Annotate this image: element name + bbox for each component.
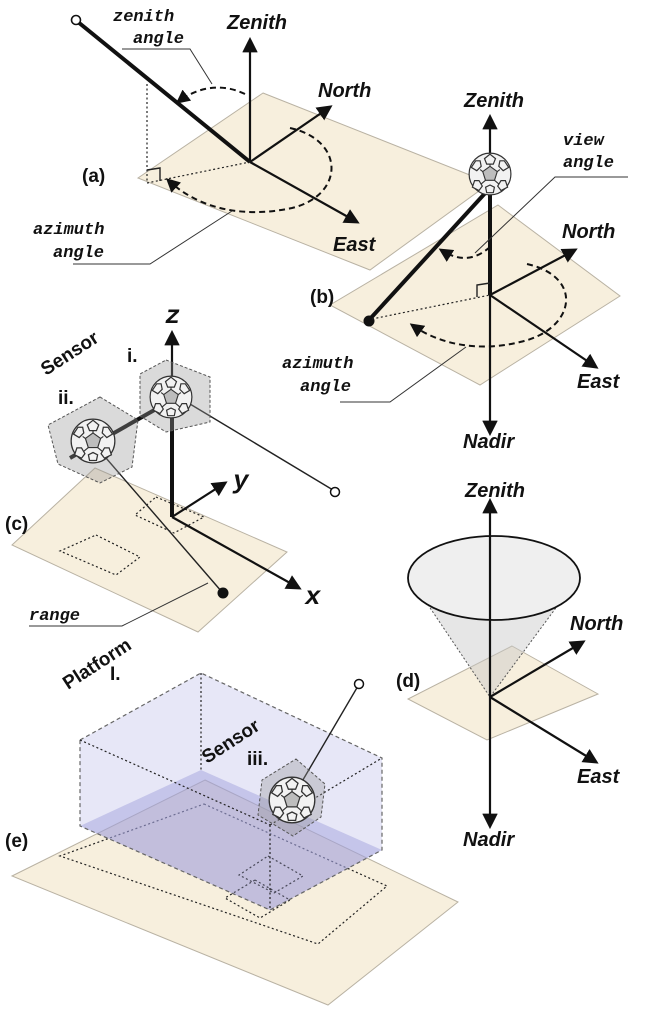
azimuth-angle-arc [165,127,333,214]
panel-d: Zenith North East Nadir (d) [396,480,623,851]
east-axis [249,161,360,224]
footprint-rect-right [133,496,206,534]
east-label: East [577,766,621,788]
panel-tag: (e) [5,831,28,852]
zenith-label: Zenith [463,90,524,112]
x-label: x [304,582,322,612]
sensor-iii-label: iii. [247,749,268,770]
zenith-angle-leader [122,48,213,85]
panel-e: Platform I. Sensor iii. (e) [5,635,459,1006]
sensor-iii-ray [296,685,359,791]
zenith-angle-label-line2: angle [133,30,184,49]
ground-plane [328,204,621,386]
footprint-rect-left [58,534,142,576]
y-axis [171,481,228,518]
platform-i-label: I. [110,664,121,685]
azimuth-angle-leader [340,346,467,403]
sensor-footprint-1 [237,855,305,894]
panel-tag: (d) [396,671,420,692]
view-angle-label-line1: view [563,132,605,151]
platform-edge-top-front [79,739,271,826]
panel-tag: (a) [82,166,105,187]
range-leader [29,582,209,627]
ground-projection [371,294,491,320]
range-label: range [29,607,80,626]
ground-plane [136,92,492,271]
z-label: z [165,301,181,331]
y-label: y [232,466,250,496]
sensor-ball-icon [268,776,316,824]
north-label: North [570,613,623,635]
sun-point [70,14,82,26]
zenith-angle-label-line1: zenith [113,8,174,27]
north-axis [489,248,578,296]
north-axis [489,640,586,698]
azimuth-angle-leader [73,210,233,265]
platform-label: Platform [59,635,135,695]
zenith-label: Zenith [464,480,525,502]
sensor-ball-icon [149,375,193,419]
range-target [217,587,229,599]
east-axis [489,294,599,369]
view-ray [367,188,490,322]
east-label: East [333,234,377,256]
north-label: North [318,80,371,102]
panel-tag: (b) [310,287,334,308]
sensor-footprint-2 [223,879,292,919]
platform-edge-top-right [269,757,383,826]
east-axis [489,696,599,764]
nadir-label: Nadir [463,431,515,453]
cone-top [407,535,581,621]
target-point [363,315,375,327]
azimuth-angle-label-line2: angle [53,244,104,263]
platform-box [79,672,383,911]
azimuth-angle-arc [409,263,567,348]
zenith-label: Zenith [226,12,287,34]
sensor-i-target [329,486,341,498]
zenith-angle-arc [175,86,246,104]
panel-tag: (c) [5,514,28,535]
north-label: North [562,221,615,243]
sensor-ii-label: ii. [58,388,74,409]
sun-ray [76,20,252,164]
sensor-i-label: i. [127,346,138,367]
azimuth-angle-label-line1: azimuth [33,221,104,240]
north-axis [249,105,333,163]
azimuth-angle-label-line1: azimuth [282,355,353,374]
sensor-ii-ray [92,442,223,593]
sensor-iii-target [353,678,365,690]
view-angle-arc [438,246,491,262]
panel-b: Zenith North East Nadir (b) view angle a… [282,90,628,453]
platform-floor [80,770,382,910]
sensor-ball-icon [70,418,116,464]
right-angle-mark [146,167,161,181]
ground-plane [406,645,600,741]
azimuth-angle-label-line2: angle [300,378,351,397]
sensor-label: Sensor [37,327,103,380]
sensor-i-ray [174,394,334,491]
view-angle-label-line2: angle [563,154,614,173]
right-angle-mark [476,282,491,297]
sensor-ball-icon [468,152,512,196]
panel-a: Zenith North East (a) zenith angle azimu… [33,8,492,271]
nadir-label: Nadir [463,829,515,851]
panel-c: z y x Sensor i. ii. (c) range [5,301,341,633]
view-angle-leader [474,176,628,254]
east-label: East [577,371,621,393]
x-axis [171,516,302,590]
